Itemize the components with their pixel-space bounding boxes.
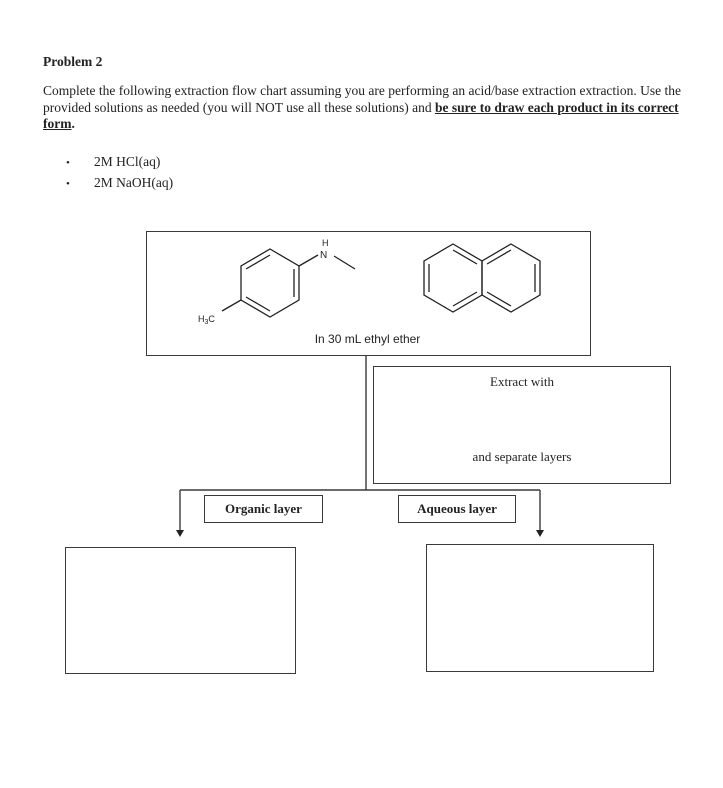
solution-item: • 2M HCl(aq) (66, 152, 173, 173)
instructions-paragraph: Complete the following extraction flow c… (43, 83, 683, 133)
solution-label: 2M HCl(aq) (94, 154, 161, 169)
aqueous-arrow-icon (536, 530, 544, 537)
bullet-icon: • (66, 178, 70, 190)
instructions-period: . (71, 116, 75, 131)
solution-item: • 2M NaOH(aq) (66, 173, 173, 194)
toluidine-ring (240, 248, 300, 318)
flow-connectors (179, 356, 541, 530)
organic-product-answer-box[interactable] (65, 547, 296, 674)
instructions-text: Complete the following extraction flow c… (43, 83, 682, 115)
amine-h-label: H (322, 238, 329, 248)
ring-double-bond (486, 249, 512, 265)
ring-double-bond (452, 291, 478, 307)
aqueous-product-answer-box[interactable] (426, 544, 654, 672)
instructions-emphasis: be sure to draw each product in its corr… (43, 99, 679, 132)
naphthalene-structure (423, 243, 541, 313)
bullet-icon: • (66, 157, 70, 169)
extraction-step-box (373, 366, 671, 484)
ring-double-bond (245, 254, 271, 270)
aqueous-layer-label: Aqueous layer (398, 495, 516, 523)
methyl-group-label: H3C (198, 314, 215, 326)
toluidine-structure (221, 248, 356, 318)
amine-n-label: N (320, 250, 327, 261)
solutions-list: • 2M HCl(aq) • 2M NaOH(aq) (66, 152, 173, 194)
organic-layer-label: Organic layer (204, 495, 323, 523)
solution-label: 2M NaOH(aq) (94, 175, 174, 190)
starting-mixture-box (146, 231, 591, 356)
organic-arrow-icon (176, 530, 184, 537)
separate-layers-label: and separate layers (472, 449, 572, 464)
solvent-label: In 30 mL ethyl ether (314, 332, 421, 346)
extract-with-label: Extract with (490, 374, 554, 389)
ring-double-bond (486, 291, 512, 307)
naphthalene-ring-left (423, 243, 483, 313)
ring-double-bond (452, 249, 478, 265)
n-methyl-bond (333, 255, 356, 270)
ring-double-bond (245, 296, 271, 312)
naphthalene-ring-right (481, 243, 541, 313)
ring-n-bond (298, 254, 319, 267)
problem-title: Problem 2 (43, 54, 103, 69)
ring-methyl-bond (221, 299, 242, 312)
